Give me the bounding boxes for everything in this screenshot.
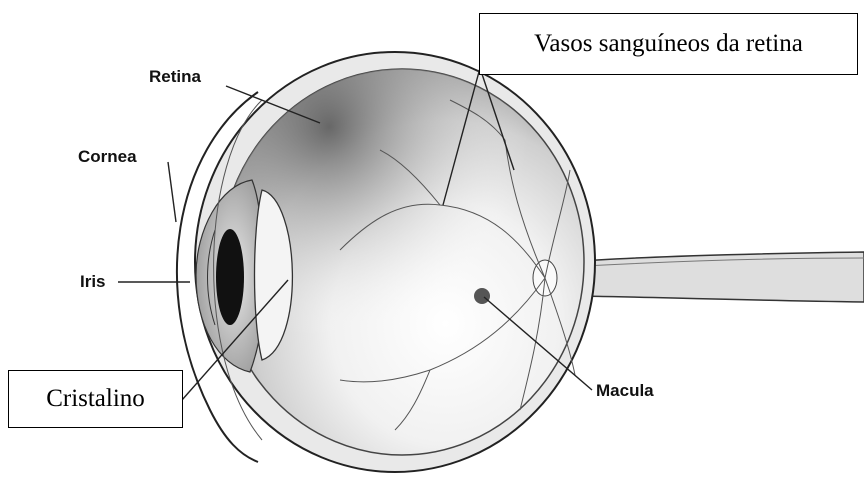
label-iris: Iris — [80, 272, 106, 292]
label-cornea: Cornea — [78, 147, 137, 167]
macula-spot — [474, 288, 490, 304]
label-macula: Macula — [596, 381, 654, 401]
pupil — [216, 229, 244, 325]
label-cristalino: Cristalino — [8, 370, 183, 428]
label-retina: Retina — [149, 67, 201, 87]
optic-nerve — [568, 252, 864, 302]
label-vasos-sanguineos: Vasos sanguíneos da retina — [479, 13, 858, 75]
